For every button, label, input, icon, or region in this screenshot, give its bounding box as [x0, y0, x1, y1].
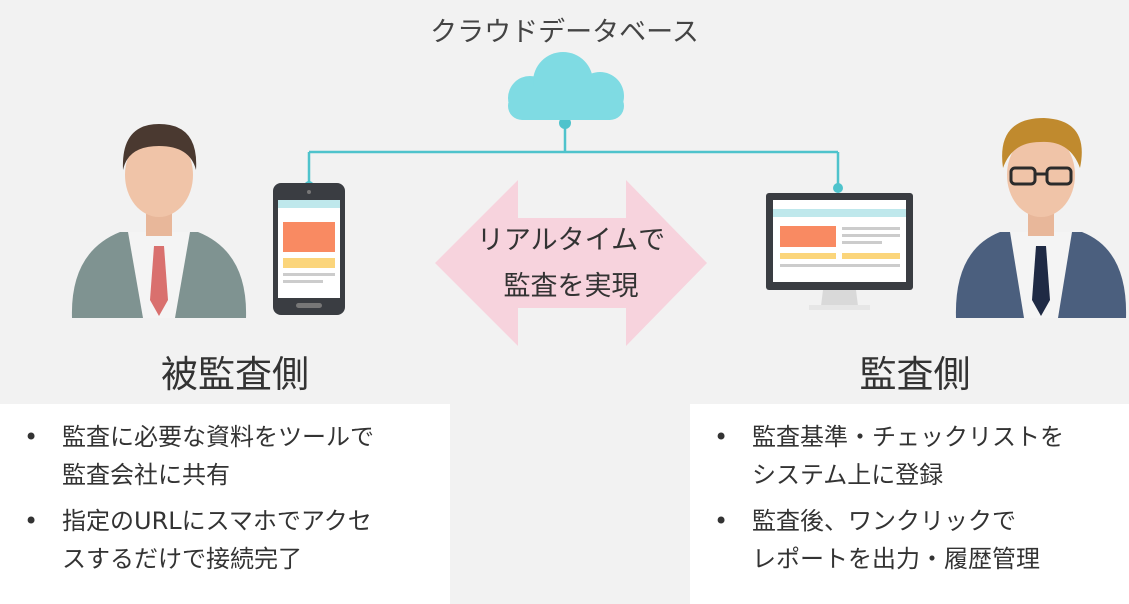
realtime-audit-line2: 監査を実現: [503, 271, 639, 302]
bullet-icon: •: [714, 423, 729, 451]
list-item-line: システム上に登録: [752, 461, 944, 489]
auditee-list: • 監査に必要な資料をツールで 監査会社に共有 • 指定のURLにスマホでアクセ…: [0, 418, 450, 578]
realtime-audit-line1: リアルタイムで: [476, 225, 666, 256]
list-item-line: 監査に必要な資料をツールで: [62, 423, 374, 451]
auditor-person-icon: [955, 118, 1127, 318]
monitor-icon: [766, 193, 913, 310]
bullet-icon: •: [24, 507, 39, 535]
auditor-list: • 監査基準・チェックリストを システム上に登録 • 監査後、ワンクリックで レ…: [690, 418, 1129, 578]
list-item: • 監査基準・チェックリストを システム上に登録: [690, 418, 1129, 494]
auditee-title: 被監査側: [161, 353, 309, 396]
list-item: • 指定のURLにスマホでアクセ スするだけで接続完了: [0, 502, 450, 578]
auditor-panel: • 監査基準・チェックリストを システム上に登録 • 監査後、ワンクリックで レ…: [690, 404, 1129, 604]
auditee-person-icon: [71, 124, 247, 318]
double-arrow-icon: [435, 180, 707, 346]
cloud-icon: [508, 52, 624, 120]
smartphone-icon: [273, 183, 345, 315]
list-item-line: 監査会社に共有: [62, 461, 230, 489]
realtime-audit-label: リアルタイムで 監査を実現: [435, 218, 707, 310]
list-item-line: 監査後、ワンクリックで: [752, 507, 1016, 535]
connector-node-monitor: [833, 183, 843, 193]
auditee-panel: • 監査に必要な資料をツールで 監査会社に共有 • 指定のURLにスマホでアクセ…: [0, 404, 450, 604]
list-item: • 監査後、ワンクリックで レポートを出力・履歴管理: [690, 502, 1129, 578]
cloud-database-label: クラウドデータベース: [430, 17, 699, 48]
connector-lines: [307, 120, 840, 190]
list-item-line: 指定のURLにスマホでアクセ: [62, 507, 372, 535]
list-item: • 監査に必要な資料をツールで 監査会社に共有: [0, 418, 450, 494]
list-item-line: レポートを出力・履歴管理: [752, 545, 1040, 573]
auditor-title: 監査側: [859, 353, 971, 396]
list-item-line: スするだけで接続完了: [62, 545, 302, 573]
bullet-icon: •: [24, 423, 39, 451]
bullet-icon: •: [714, 507, 729, 535]
list-item-line: 監査基準・チェックリストを: [752, 423, 1064, 451]
